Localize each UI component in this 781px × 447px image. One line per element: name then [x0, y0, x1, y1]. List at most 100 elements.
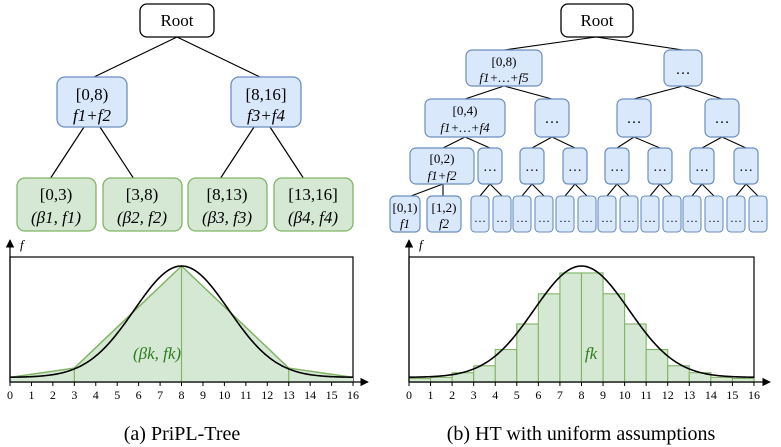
leaf-interval: [8,13): [206, 185, 247, 204]
x-tick-label: 10: [619, 388, 631, 402]
right-node-ellipsis: …: [597, 195, 617, 233]
ellipsis: …: [545, 111, 560, 127]
x-tick-label: 16: [748, 388, 760, 402]
left-y-axis-label: f: [20, 237, 26, 252]
x-tick-label: 15: [726, 388, 738, 402]
x-tick-label: 4: [93, 388, 99, 402]
right-node-0-2: [0,2) f1+f2: [409, 147, 475, 185]
right-node-ellipsis: …: [616, 98, 652, 138]
ellipsis: …: [695, 160, 709, 175]
right-node-ellipsis: …: [704, 98, 740, 138]
right-node-ellipsis: …: [562, 147, 588, 185]
left-caption: (a) PriPL-Tree: [124, 423, 241, 445]
node-label: f1: [400, 216, 410, 231]
node-sum: f1+…+f5: [479, 70, 529, 85]
histogram-bar: [580, 272, 604, 383]
ellipsis: …: [474, 211, 486, 225]
histogram-bar: [602, 293, 626, 383]
x-tick-label: 7: [557, 388, 563, 402]
node-sum: f1+…+f4: [440, 120, 490, 135]
node-label: f2: [439, 216, 450, 231]
right-tree-edges: [410, 36, 759, 197]
ellipsis: …: [730, 211, 742, 225]
leaf-interval: [13,16]: [288, 185, 338, 204]
ellipsis: …: [666, 211, 678, 225]
ellipsis: …: [581, 211, 593, 225]
left-leaf-3: [13,16] (β4, f4): [273, 177, 354, 232]
ellipsis: …: [653, 160, 667, 175]
ellipsis: …: [752, 211, 764, 225]
right-node-ellipsis: …: [689, 147, 715, 185]
x-tick-label: 11: [240, 388, 252, 402]
x-tick-label: 6: [136, 388, 142, 402]
x-tick-label: 7: [157, 388, 163, 402]
right-node-ellipsis: …: [492, 195, 512, 233]
node-interval: [0,4): [453, 103, 478, 118]
histogram-bar: [559, 272, 583, 383]
x-tick-label: 8: [578, 388, 584, 402]
ellipsis: …: [644, 211, 656, 225]
right-tree: Root [0,8) f1+…+f5 … [0,4) f1+…+f4 … …: [389, 3, 768, 233]
ellipsis: …: [623, 211, 635, 225]
x-tick-label: 15: [326, 388, 338, 402]
ellipsis: …: [676, 62, 691, 78]
left-leaf-2: [8,13) (β3, f3): [187, 177, 268, 232]
histogram-bar: [537, 293, 561, 383]
node-sum: f1+f2: [428, 168, 457, 183]
right-node-ellipsis: …: [512, 195, 532, 233]
ellipsis: …: [686, 211, 698, 225]
ellipsis: …: [525, 160, 539, 175]
right-y-axis-label: f: [419, 237, 425, 252]
left-root-node: Root: [139, 3, 215, 38]
right-node-ellipsis: …: [704, 195, 724, 233]
leaf-interval: [3,8): [126, 185, 159, 204]
leaf-params: (β4, f4): [288, 208, 338, 227]
x-tick-label: 9: [200, 388, 206, 402]
true-density-curve: [9, 265, 354, 379]
right-level2-ellipsis-nodes: … … … … … … …: [477, 147, 759, 185]
x-tick-label: 5: [514, 388, 520, 402]
ellipsis: …: [610, 160, 624, 175]
right-node-ellipsis: …: [519, 147, 545, 185]
x-tick-label: 13: [683, 388, 695, 402]
leaf-interval: [0,3): [40, 185, 73, 204]
leaf-params: (β1, f1): [31, 208, 81, 227]
right-overlay-label: fk: [585, 344, 598, 363]
x-tick-label: 4: [492, 388, 498, 402]
left-leaf-0: [0,3) (β1, f1): [16, 177, 97, 232]
x-tick-label: 14: [705, 388, 717, 402]
right-node-ellipsis: …: [577, 195, 597, 233]
node-interval: [1,2): [432, 200, 457, 215]
left-tree-edges: [49, 36, 305, 180]
x-tick-label: 11: [640, 388, 652, 402]
x-tick-label: 2: [449, 388, 455, 402]
x-tick-label: 10: [218, 388, 230, 402]
right-node-ellipsis: …: [682, 195, 702, 233]
left-node-interval: [8,16]: [245, 85, 286, 104]
right-node-0-4: [0,4) f1+…+f4: [424, 98, 506, 138]
right-level3-ellipsis-nodes: ……………………………………: [470, 195, 768, 233]
histogram-bar: [710, 376, 733, 383]
histogram-bar: [494, 348, 518, 383]
left-node-0-8: [0,8) f1+f2: [56, 76, 128, 128]
right-node-ellipsis: …: [647, 147, 673, 185]
right-caption: (b) HT with uniform assumptions: [447, 423, 716, 445]
right-node-ellipsis: …: [640, 195, 660, 233]
right-node-ellipsis: …: [534, 195, 554, 233]
ellipsis: …: [601, 211, 613, 225]
x-tick-label: 12: [662, 388, 674, 402]
x-tick-label: 14: [304, 388, 316, 402]
ellipsis: …: [627, 111, 642, 127]
ellipsis: …: [715, 111, 730, 127]
ellipsis: …: [739, 160, 753, 175]
ellipsis: …: [483, 160, 497, 175]
right-node-ellipsis: …: [604, 147, 630, 185]
x-tick-label: 13: [283, 388, 295, 402]
right-node-ellipsis: …: [733, 147, 759, 185]
x-tick-label: 2: [50, 388, 56, 402]
right-node-ellipsis: …: [555, 195, 575, 233]
